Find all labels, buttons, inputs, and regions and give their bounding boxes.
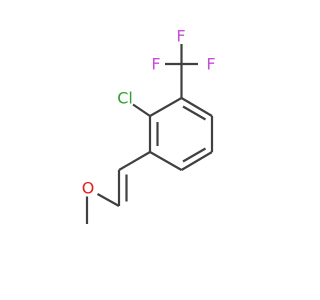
ring-double-bond (182, 105, 207, 121)
c-o-bond (96, 193, 120, 207)
ring-bond (149, 97, 183, 117)
ring-bond (180, 151, 213, 171)
oxygen-atom: O (82, 179, 95, 198)
fluorine-atom-top: F (176, 27, 185, 46)
fluorine-atom-right: F (206, 55, 215, 74)
ring-bond (149, 151, 183, 171)
ring-double-bond (182, 147, 207, 163)
ring-bond (180, 97, 213, 117)
ring-vinyl-bond (118, 151, 151, 171)
atom-labels: Cl F F F O (82, 27, 216, 198)
chlorine-atom: Cl (117, 89, 133, 108)
fluorine-atom-left: F (151, 55, 160, 74)
bond-lines (85, 44, 214, 224)
c-cl-bond (132, 103, 151, 117)
molecule-structure: Cl F F F O (82, 27, 216, 224)
